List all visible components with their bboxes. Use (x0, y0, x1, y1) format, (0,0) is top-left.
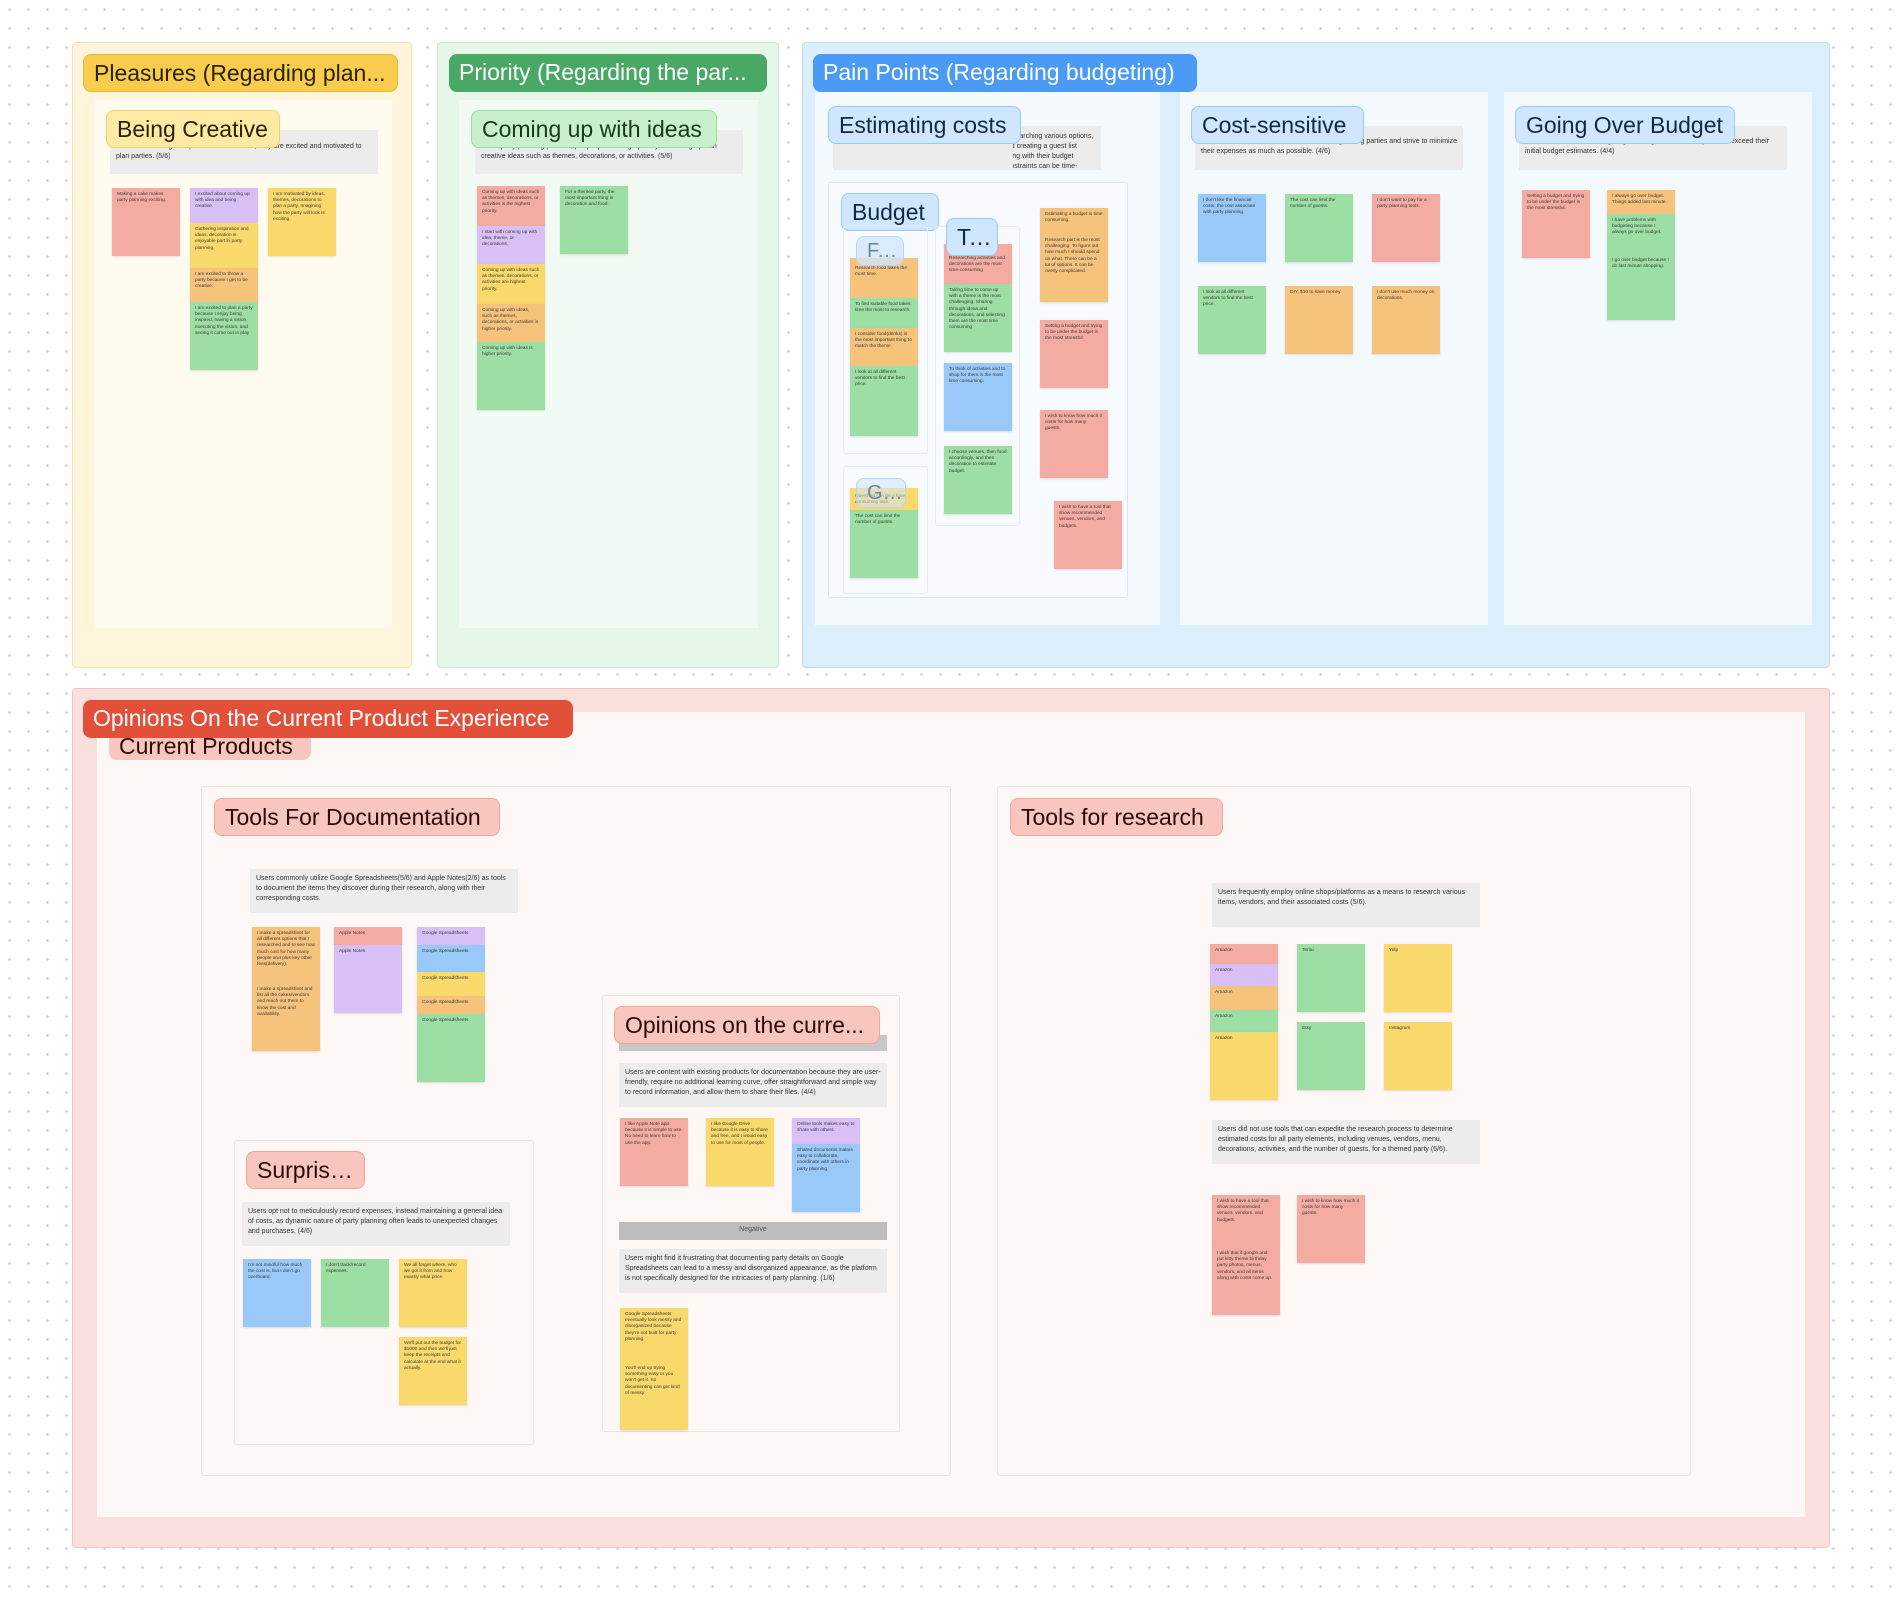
tools-research-frame (997, 786, 1691, 1476)
over-budget-title[interactable]: Going Over Budget (1515, 106, 1735, 144)
budget-title[interactable]: Budget (841, 193, 939, 231)
surprises-desc: Users opt not to meticulously record exp… (242, 1202, 510, 1246)
sticky-note[interactable]: I don't track/record expenses. (321, 1259, 389, 1327)
sticky-note[interactable]: I always go over budget. Things added la… (1607, 190, 1675, 214)
sticky-note[interactable]: To think of activities and to shop for t… (944, 363, 1012, 431)
sticky-note[interactable]: We'll put out the budget for $1000 and t… (399, 1337, 467, 1405)
tools-doc-frame (201, 786, 951, 1476)
sticky-note[interactable]: You'll end up trying something easy or y… (620, 1362, 688, 1430)
priority-title[interactable]: Priority (Regarding the par... (449, 54, 767, 92)
cost-sensitive-title[interactable]: Cost-sensitive (1191, 106, 1364, 144)
opinions-curr-title[interactable]: Opinions on the curre... (614, 1006, 880, 1044)
cost-sensitive-area (1180, 92, 1488, 625)
sticky-note[interactable]: I start with coming up with idea, theme,… (477, 226, 545, 264)
opinions-curr-frame (602, 995, 900, 1432)
sticky-note[interactable]: Coming up with ideas such as themes, dec… (477, 186, 545, 226)
g-title[interactable]: G... (856, 478, 906, 508)
negative-bar: Negative (619, 1222, 887, 1240)
sticky-note[interactable]: Apple Notes (334, 927, 402, 945)
tools-doc-desc: Users commonly utilize Google Spreadshee… (250, 869, 518, 913)
sticky-note[interactable]: For a themed party, the most important t… (560, 186, 628, 254)
sticky-note[interactable]: I make a spreadsheet for all different o… (252, 927, 320, 983)
sticky-note[interactable]: Google Spreadsheets (417, 972, 485, 996)
tools-research-desc-2: Users did not use tools that can expedit… (1212, 1120, 1480, 1164)
sticky-note[interactable]: Coming up with ideas such as themes, dec… (477, 264, 545, 304)
sticky-note[interactable]: Coming up with ideas, such as themes, de… (477, 304, 545, 342)
sticky-note[interactable]: Amazon (1210, 964, 1278, 986)
sticky-note[interactable]: I wish that if google and put kitty them… (1212, 1247, 1280, 1315)
sticky-note[interactable]: I like Apple Note app because it is simp… (620, 1118, 688, 1186)
sticky-note[interactable]: I wish to know how much it costs for how… (1297, 1195, 1365, 1263)
sticky-note[interactable]: Estimating a budget is time consuming. (1040, 208, 1108, 234)
sticky-note[interactable]: Making a cake makes party planning excit… (112, 188, 180, 256)
sticky-note[interactable]: Etsy (1297, 1022, 1365, 1090)
sticky-note[interactable]: Taking time to come up with a theme is t… (944, 284, 1012, 352)
sticky-note[interactable]: I go over budget because I do last minut… (1607, 254, 1675, 320)
tools-doc-title[interactable]: Tools For Documentation (214, 798, 500, 836)
sticky-note[interactable]: To find suitable food takes time the mos… (850, 298, 918, 328)
g-frame (843, 466, 928, 594)
sticky-note[interactable]: Online tools makes easy to share with ot… (792, 1118, 860, 1144)
sticky-note[interactable]: I wish to have a tool that show recommen… (1212, 1195, 1280, 1247)
sticky-note[interactable]: I don't use much money on decorations. (1372, 286, 1440, 354)
t-title[interactable]: T... (946, 218, 998, 256)
sticky-note[interactable]: Gathering inspiration and ideas, decorat… (190, 223, 258, 268)
sticky-note[interactable]: I don't like the financial costs, the co… (1198, 194, 1266, 262)
sticky-note[interactable]: DIY, $10 to save money. (1285, 286, 1353, 354)
f-frame (843, 226, 928, 454)
sticky-note[interactable]: Amazon (1210, 1010, 1278, 1032)
sticky-note[interactable]: I'm not mindful how much the cost is, bu… (243, 1259, 311, 1327)
surprises-frame (234, 1140, 534, 1445)
sticky-note[interactable]: Apple Notes (334, 945, 402, 1013)
sticky-note[interactable]: I am motivated by ideas, themes, decorat… (268, 188, 336, 256)
being-creative-title[interactable]: Being Creative (106, 110, 280, 148)
over-budget-area (1504, 92, 1812, 625)
sticky-note[interactable]: Google Spreadsheets (417, 996, 485, 1014)
opinions-negative-desc: Users might find it frustrating that doc… (619, 1249, 887, 1293)
sticky-note[interactable]: Google Spreadsheets eventually look mess… (620, 1308, 688, 1362)
sticky-note[interactable]: I wish to have a tool that show recommen… (1054, 501, 1122, 569)
sticky-note[interactable]: The cost can limit the number of guests. (850, 510, 918, 578)
estimating-title[interactable]: Estimating costs (828, 106, 1021, 144)
sticky-note[interactable]: Amazon (1210, 986, 1278, 1010)
sticky-note[interactable]: I wish to know how much it costs for how… (1040, 410, 1108, 478)
sticky-note[interactable]: I don't want to pay for a party planning… (1372, 194, 1440, 262)
surprises-title[interactable]: Surprises (246, 1151, 365, 1189)
sticky-note[interactable]: Amazon (1210, 1032, 1278, 1100)
f-title[interactable]: F... (856, 236, 904, 266)
sticky-note[interactable]: Setting a budget and trying to be under … (1040, 320, 1108, 388)
sticky-note[interactable]: Google Spreadsheets (417, 1014, 485, 1082)
sticky-note[interactable]: I look at all different vendors to find … (1198, 286, 1266, 354)
sticky-note[interactable]: The cost can limit the number of guests. (1285, 194, 1353, 262)
pain-points-title[interactable]: Pain Points (Regarding budgeting) (813, 54, 1197, 92)
pleasures-title[interactable]: Pleasures (Regarding plan... (83, 54, 398, 92)
sticky-note[interactable]: I make a spreadsheet and list all the ca… (252, 983, 320, 1051)
sticky-note[interactable]: Coming up with ideas is higher priority. (477, 342, 545, 410)
sticky-note[interactable]: I have problems with budgeting because I… (1607, 214, 1675, 254)
opinions-inner (97, 712, 1805, 1517)
sticky-note[interactable]: I consider food(drinks) is the most impo… (850, 328, 918, 366)
sticky-note[interactable]: Temu (1297, 944, 1365, 1012)
tools-research-title[interactable]: Tools for research (1010, 798, 1223, 836)
sticky-note[interactable]: Amazon (1210, 944, 1278, 964)
sticky-note[interactable]: Research part is the most challenging. T… (1040, 234, 1108, 302)
sticky-note[interactable]: We all forget where, who we got it from … (399, 1259, 467, 1327)
sticky-note[interactable]: Google Spreadsheets (417, 927, 485, 945)
sticky-note[interactable]: I like Google Drive because it is easy t… (706, 1118, 774, 1186)
sticky-note[interactable]: Google Spreadsheets (417, 945, 485, 972)
tools-research-desc-1: Users frequently employ online shops/pla… (1212, 883, 1480, 927)
sticky-note[interactable]: Shared documents makes easy to collabora… (792, 1144, 860, 1212)
sticky-note[interactable]: I am excited to plan a party because I e… (190, 302, 258, 370)
opinions-title[interactable]: Opinions On the Current Product Experien… (83, 700, 573, 738)
opinions-positive-desc: Users are content with existing products… (619, 1063, 887, 1107)
sticky-note[interactable]: I choose venues, then food accordingly, … (944, 446, 1012, 514)
coming-up-title[interactable]: Coming up with ideas (471, 110, 717, 148)
sticky-note[interactable]: I look at all different vendors to find … (850, 366, 918, 436)
sticky-note[interactable]: I am excited to throw a party because I … (190, 268, 258, 302)
sticky-note[interactable]: Setting a budget and trying to be under … (1522, 190, 1590, 258)
sticky-note[interactable]: I excited about coming up with idea and … (190, 188, 258, 223)
sticky-note[interactable]: Instagram (1384, 1022, 1452, 1090)
sticky-note[interactable]: Yelp (1384, 944, 1452, 1012)
